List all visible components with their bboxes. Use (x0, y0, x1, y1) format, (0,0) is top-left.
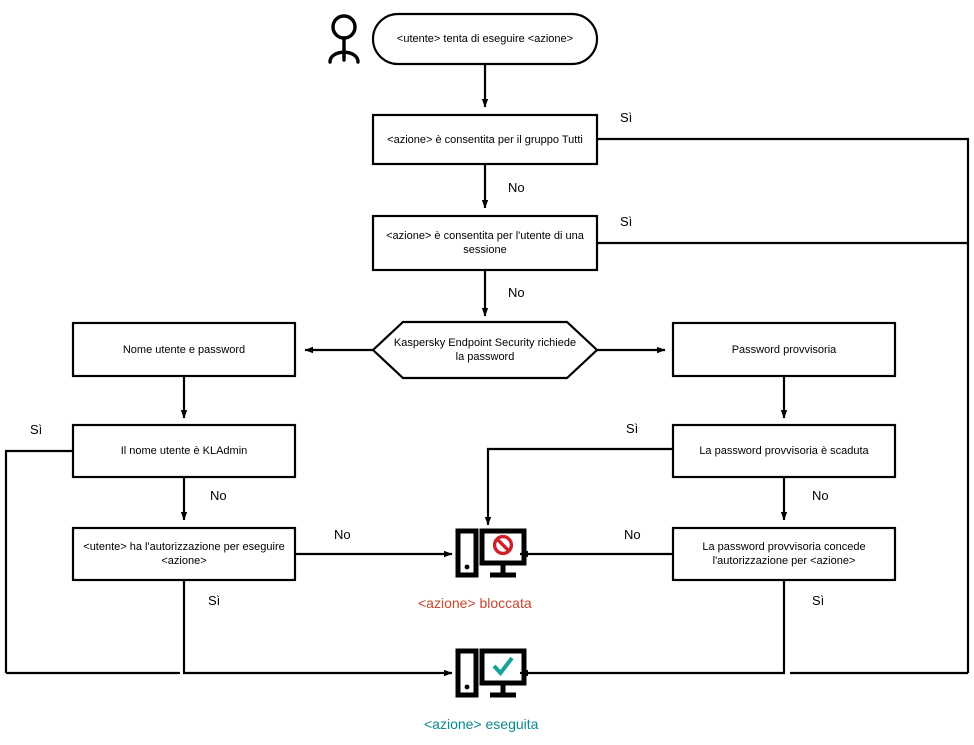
edge-label-d2-yes: Sì (620, 214, 633, 229)
edge-label-d1-yes: Sì (620, 110, 633, 125)
node-d1 (371, 113, 599, 166)
edge-label-right3-yes: Sì (812, 593, 825, 608)
edge-label-right2-yes: Sì (626, 421, 639, 436)
edge-label-left3-no: No (334, 527, 351, 542)
edge-d1-yes (597, 137, 970, 673)
computer-blocked-icon (455, 528, 527, 578)
edge-left3-yes (182, 580, 453, 677)
node-start (371, 12, 599, 66)
node-left3 (71, 526, 297, 582)
edge-label-right2-no: No (812, 488, 829, 503)
edge-right3-yes (519, 580, 786, 677)
node-left1 (71, 321, 297, 378)
edge-label-d1-no: No (508, 180, 525, 195)
edge-label-d2-no: No (508, 285, 525, 300)
user-icon (328, 14, 360, 64)
node-left2 (71, 423, 297, 479)
edge-label-right3-no: No (624, 527, 641, 542)
edge-label-left3-yes: Sì (208, 593, 221, 608)
node-right3 (671, 526, 897, 582)
node-right1 (671, 321, 897, 378)
edge-label-left2-no: No (210, 488, 227, 503)
node-hex (371, 320, 599, 380)
node-right2 (671, 423, 897, 479)
executed-caption: <azione> eseguita (424, 716, 539, 732)
blocked-caption: <azione> bloccata (418, 595, 532, 611)
edge-left2-yes (4, 449, 73, 673)
edge-right2-yes (484, 447, 673, 526)
node-d2 (371, 214, 599, 272)
edge-label-left2-yes: Sì (30, 422, 43, 437)
computer-check-icon (455, 648, 527, 698)
